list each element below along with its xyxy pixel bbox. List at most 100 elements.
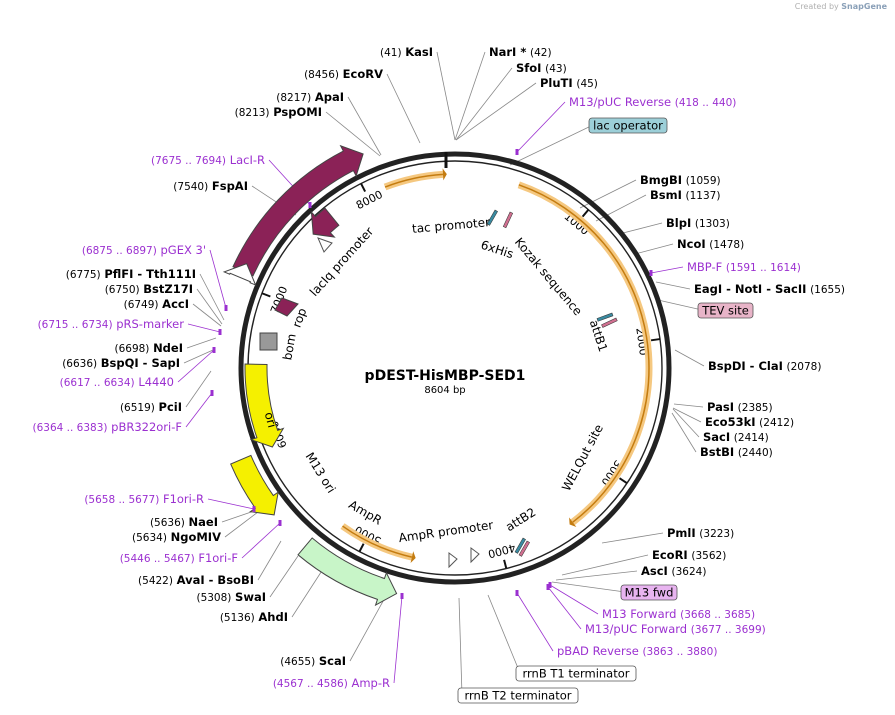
site-position: (1059): [686, 175, 721, 187]
leader-line: [177, 349, 215, 383]
site-label-pmli: PmlI (3223): [667, 526, 734, 540]
feature-arrow-laci: [232, 144, 364, 277]
watermark-prefix: Created by: [794, 2, 839, 11]
feature-arrow-m13-ori: [230, 454, 279, 516]
site-label-pflfi-tth111i: (6775) PflFI - Tth111I: [66, 267, 196, 281]
site-label-eagi-noti-sacii: EagI - NotI - SacII (1655): [694, 282, 845, 296]
feature-arrow-laciq-promoter: [222, 263, 257, 286]
site-name: NarI *: [489, 45, 526, 59]
site-position: (6775): [66, 269, 101, 281]
lacIq-promoter-marker: [317, 237, 333, 253]
leader-lines: [177, 51, 705, 696]
site-position: (5136): [220, 612, 255, 624]
primer-label-l4440: (6617 .. 6634) L4440: [60, 375, 174, 389]
promoter-arrow-marker: [470, 547, 480, 564]
site-label-saci: SacI (2414): [703, 430, 769, 444]
small-feature-glyph: [518, 540, 530, 557]
primer-range: (5658 .. 5677): [84, 494, 159, 506]
site-name: AccI: [162, 297, 189, 311]
feature-label-m13-ori: M13 ori: [303, 450, 339, 496]
primer-name: pBR322ori-F: [111, 420, 182, 434]
site-position: (6636): [62, 358, 97, 370]
promoter-arrow-marker: [448, 552, 458, 569]
leader-line: [224, 511, 259, 538]
leader-line: [187, 323, 221, 333]
leader-line: [555, 570, 638, 581]
primer-name: LacI-R: [230, 153, 265, 167]
leader-line: [207, 498, 255, 510]
orf-arrowhead: [569, 517, 577, 527]
primer-label-amp-r: (4567 .. 4586) Amp-R: [273, 676, 390, 690]
site-position: (1137): [686, 190, 721, 202]
primer-range: (7675 .. 7694): [151, 155, 226, 167]
orf-arrowhead: [410, 551, 416, 563]
snapgene-logo: SnapGene: [841, 2, 887, 11]
boxed-label-bg: [515, 665, 637, 682]
site-label-ndei: (6698) NdeI: [114, 341, 183, 355]
site-position: (6698): [114, 343, 149, 355]
ruler-tick: [358, 543, 365, 553]
primer-name: Amp-R: [351, 676, 390, 690]
leader-line: [186, 337, 217, 349]
site-label-pasi: PasI (2385): [707, 400, 773, 414]
site-name: PciI: [159, 400, 182, 414]
site-name: NdeI: [153, 341, 183, 355]
primer-name: F1ori-F: [198, 551, 238, 565]
leader-line: [241, 522, 281, 559]
site-name: BmgBI: [640, 173, 682, 187]
site-position: (1303): [695, 218, 730, 230]
site-name: ScaI: [319, 654, 346, 668]
primer-range: (6364 .. 6383): [32, 422, 107, 434]
site-position: (8213): [235, 107, 270, 119]
features: [222, 144, 653, 607]
site-position: (1478): [709, 239, 744, 251]
leader-line: [291, 565, 326, 618]
primer-site-marker: [278, 520, 282, 526]
site-position: (8217): [276, 92, 311, 104]
primer-site-marker: [210, 390, 214, 396]
primer-name: M13/pUC Reverse: [569, 95, 671, 109]
boxed-label-rrnb-t1-terminator: rrnB T1 terminator: [523, 667, 630, 681]
site-position: (2385): [738, 402, 773, 414]
primer-range: (3677 .. 3699): [691, 624, 766, 636]
primer-site-marker: [218, 329, 222, 335]
primer-site-marker: [400, 593, 404, 599]
orf-arc: [342, 525, 413, 558]
primer-range: (418 .. 440): [675, 97, 737, 109]
watermark: Created by SnapGene: [795, 2, 887, 11]
leader-line: [650, 266, 684, 274]
site-position: (6750): [105, 284, 140, 296]
leader-line: [185, 370, 212, 408]
feature-label-tac-promoter: tac promoter: [411, 215, 490, 236]
primer-label-pbad-reverse: pBAD Reverse (3863 .. 3880): [557, 644, 717, 658]
site-name: PmlI: [667, 526, 696, 540]
site-position: (5422): [138, 575, 173, 587]
site-position: (3223): [699, 528, 734, 540]
site-position: (41): [380, 47, 402, 59]
feature-label-laci: lacI: [377, 203, 402, 224]
site-name: AscI: [641, 564, 668, 578]
feature-label-laciq-promoter: lacIq promoter: [307, 224, 376, 299]
leader-line: [393, 595, 403, 684]
site-name: NgoMIV: [171, 530, 221, 544]
site-label-bspdi-clai: BspDI - ClaI (2078): [708, 359, 821, 373]
primer-range: (3668 .. 3685): [680, 609, 755, 621]
leader-line: [547, 586, 582, 630]
small-feature-glyph: [486, 209, 498, 226]
primer-label-f1ori-f: (5446 .. 5467) F1ori-F: [120, 551, 238, 565]
feature-label-attb2: attB2: [503, 505, 538, 534]
leader-line: [458, 597, 463, 696]
boxed-label-lac-operator: lac operator: [593, 119, 663, 133]
site-name: AhdI: [258, 610, 288, 624]
primer-labels: M13/pUC Reverse (418 .. 440)MBP-F (1591 …: [32, 95, 800, 690]
site-name: EagI - NotI - SacII: [694, 282, 806, 296]
primer-label-m13-forward: M13 Forward (3668 .. 3685): [602, 607, 755, 621]
leader-line: [455, 67, 513, 141]
site-name: SwaI: [235, 590, 266, 604]
site-label-ecori: EcoRI (3562): [652, 548, 726, 562]
primer-site-marker: [308, 202, 312, 208]
feature-arrow-ampr: [297, 537, 398, 607]
primer-range: (6617 .. 6634): [60, 377, 135, 389]
primer-range: (6875 .. 6897): [82, 245, 157, 257]
primer-name: M13/pUC Forward: [585, 622, 687, 636]
